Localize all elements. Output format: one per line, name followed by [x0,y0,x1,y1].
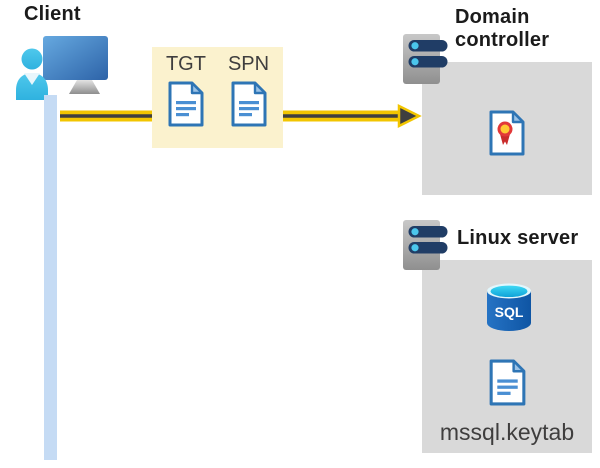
arrowhead-icon [397,103,422,129]
tgt-item: TGT [166,53,206,148]
tgt-label: TGT [165,53,206,75]
keytab-file-label: mssql.keytab [439,419,575,445]
spn-label: SPN [227,53,270,75]
keytab-document-icon [489,359,526,406]
sql-label: SQL [495,304,524,320]
linux-server-label: Linux server [457,227,579,249]
monitor-icon [43,36,108,94]
domain-controller-server-icon [403,34,448,84]
linux-server-icon [403,220,448,270]
client-computer-icon [16,36,108,100]
client-network-line [44,95,57,460]
sql-database-icon: SQL [487,283,531,331]
certificate-icon [489,110,525,156]
user-icon [16,48,48,100]
credentials-box: TGT SPN [152,47,283,148]
tgt-document-icon [168,81,204,127]
spn-document-icon [231,81,266,127]
domain-controller-label: Domain controller [455,6,550,51]
spn-item: SPN [228,53,269,148]
client-label: Client [24,3,81,25]
